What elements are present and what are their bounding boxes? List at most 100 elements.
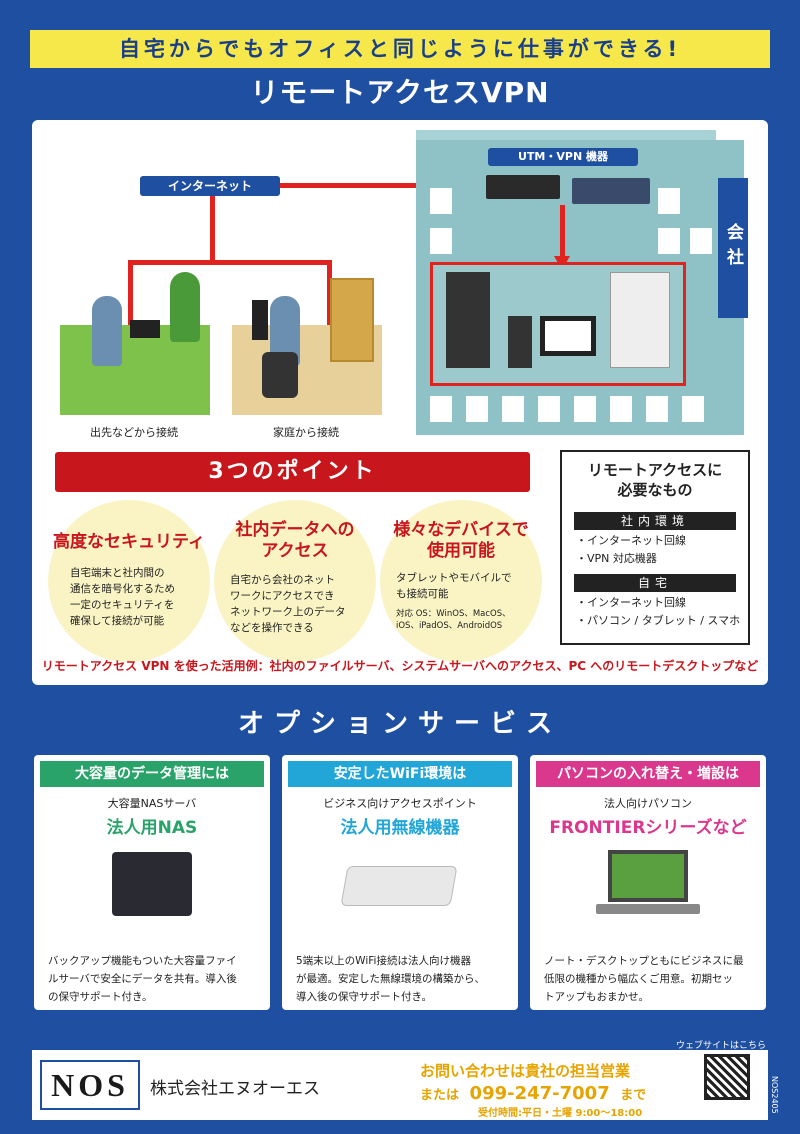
phone-number[interactable]: 099-247-7007 <box>469 1083 610 1104</box>
laptop-screen-icon <box>608 850 688 902</box>
point-devices: 様々なデバイスで 使用可能 タブレットやモバイルで も接続可能 対応 OS：Wi… <box>380 500 542 662</box>
point-body-line: 確保して接続が可能 <box>70 615 165 627</box>
access-point-icon <box>340 866 458 906</box>
card-subtitle: ビジネス向けアクセスポイント <box>323 797 477 810</box>
window <box>658 188 680 214</box>
usage-example-note: リモートアクセス VPN を使った活用例：社内のファイルサーバ、システムサーバへ… <box>41 659 759 673</box>
requirements-title: リモートアクセスに <box>587 461 723 479</box>
card-body-line: トアップもおまかせ。 <box>544 991 649 1003</box>
window <box>658 228 680 254</box>
card-body-line: ルサーバで安全にデータを共有。導入後 <box>48 973 237 985</box>
point-body-line: ワークにアクセスでき <box>230 590 335 602</box>
window <box>574 396 596 422</box>
os-note-line: 対応 OS：WinOS、MacOS、 <box>396 609 511 619</box>
network-line-top <box>210 183 470 188</box>
desktop-tower-icon <box>508 316 532 368</box>
window <box>430 188 452 214</box>
point-body-line: ネットワーク上のデータ <box>230 606 346 618</box>
window <box>610 396 632 422</box>
qr-code-icon[interactable] <box>704 1054 750 1100</box>
network-line-branch <box>128 260 332 265</box>
website-note: ウェブサイトはこちら <box>676 1041 767 1051</box>
option-card-wifi: 安定したWiFi環境は ビジネス向けアクセスポイント 法人用無線機器 5端末以上… <box>282 755 518 1010</box>
server-tower-icon <box>446 272 490 368</box>
contact-prefix: または <box>420 1088 460 1103</box>
os-note-line: iOS、iPadOS、AndroidOS <box>396 621 503 631</box>
point-body-line: などを操作できる <box>230 622 314 634</box>
side-code: NOS2405 <box>770 1076 779 1114</box>
person-icon <box>92 296 122 366</box>
card-body-line: バックアップ機能もついた大容量ファイ <box>48 955 237 967</box>
point-data-access: 社内データへの アクセス 自宅から会社のネット ワークにアクセスでき ネットワー… <box>214 500 376 662</box>
card-body-line: ノート・デスクトップともにビジネスに最 <box>544 955 744 967</box>
card-product: FRONTIERシリーズなど <box>549 818 747 838</box>
page-title: リモートアクセスVPN <box>250 76 550 109</box>
card-product: 法人用NAS <box>106 818 198 838</box>
point-body-line: も接続可能 <box>396 588 449 600</box>
home-env-item: ・パソコン / タブレット / スマホ <box>576 614 741 627</box>
point-title: 高度なセキュリティ <box>53 532 205 552</box>
point-title: 社内データへの <box>235 520 355 540</box>
office-env-item: ・VPN 対応機器 <box>576 552 657 565</box>
window <box>646 396 668 422</box>
footer <box>32 1050 768 1120</box>
contact-suffix: まで <box>620 1088 647 1103</box>
point-body-line: 自宅端末と社内間の <box>70 567 165 579</box>
card-body-line: が最適。安定した無線環境の構築から、 <box>296 973 485 985</box>
card-body-line: の保守サポート付き。 <box>48 991 153 1003</box>
home-connection-label: 家庭から接続 <box>273 426 339 439</box>
card-header: 安定したWiFi環境は <box>288 761 512 787</box>
point-title: 様々なデバイスで <box>393 520 529 540</box>
point-body-line: 通信を暗号化するため <box>70 583 175 595</box>
option-card-pc: パソコンの入れ替え・増設は 法人向けパソコン FRONTIERシリーズなど ノー… <box>530 755 766 1010</box>
requirements-title: 必要なもの <box>617 481 693 499</box>
card-product: 法人用無線機器 <box>340 818 460 838</box>
chair-icon <box>262 352 298 398</box>
window <box>466 396 488 422</box>
home-env-item: ・インターネット回線 <box>576 596 686 609</box>
company-name: 株式会社エヌオーエス <box>150 1079 320 1099</box>
nas-icon <box>112 852 192 916</box>
card-subtitle: 法人向けパソコン <box>604 797 692 810</box>
point-body-line: タブレットやモバイルで <box>396 572 512 584</box>
card-body-line: 5端末以上のWiFi接続は法人向け機器 <box>296 955 471 967</box>
printer-icon <box>610 272 670 368</box>
requirements-box: リモートアクセスに 必要なもの 社内環境 ・インターネット回線 ・VPN 対応機… <box>560 450 750 645</box>
window <box>682 396 704 422</box>
network-line-drop <box>210 183 215 263</box>
point-title: 使用可能 <box>427 541 495 561</box>
laptop-base-icon <box>596 904 700 914</box>
point-title: アクセス <box>261 541 329 561</box>
office-env-header: 社内環境 <box>574 512 736 530</box>
company-label: 会社 <box>718 178 748 318</box>
nas-image <box>34 846 270 946</box>
utm-label: UTM・VPN 機器 <box>488 148 638 166</box>
network-line-left <box>128 260 133 335</box>
office-env-item: ・インターネット回線 <box>576 534 686 547</box>
computer-icon <box>252 300 268 340</box>
window <box>430 396 452 422</box>
card-subtitle: 大容量NASサーバ <box>107 797 197 810</box>
window <box>690 228 712 254</box>
door-icon <box>330 278 374 362</box>
options-title: オプションサービス <box>237 709 562 739</box>
point-body-line: 自宅から会社のネット <box>230 574 335 586</box>
window <box>430 228 452 254</box>
card-body-line: 導入後の保守サポート付き。 <box>296 991 432 1003</box>
option-card-nas: 大容量のデータ管理には 大容量NASサーバ 法人用NAS バックアップ機能もつい… <box>34 755 270 1010</box>
remote-connection-label: 出先などから接続 <box>90 426 178 439</box>
internet-label: インターネット <box>140 176 280 196</box>
card-header: 大容量のデータ管理には <box>40 761 264 787</box>
tree-icon <box>170 272 200 342</box>
vpn-device-icon <box>572 178 650 204</box>
network-line-down <box>560 205 565 260</box>
laptop-image <box>530 846 766 946</box>
company-logo: NOS <box>40 1060 140 1110</box>
business-hours: 受付時間:平日・土曜 9:00〜18:00 <box>478 1108 643 1119</box>
window <box>538 396 560 422</box>
point-body-line: 一定のセキュリティを <box>70 599 175 611</box>
card-header: パソコンの入れ替え・増設は <box>536 761 760 787</box>
window <box>502 396 524 422</box>
home-env-header: 自宅 <box>574 574 736 592</box>
card-body-line: 低限の機種から幅広くご用意。初期セッ <box>544 973 733 985</box>
